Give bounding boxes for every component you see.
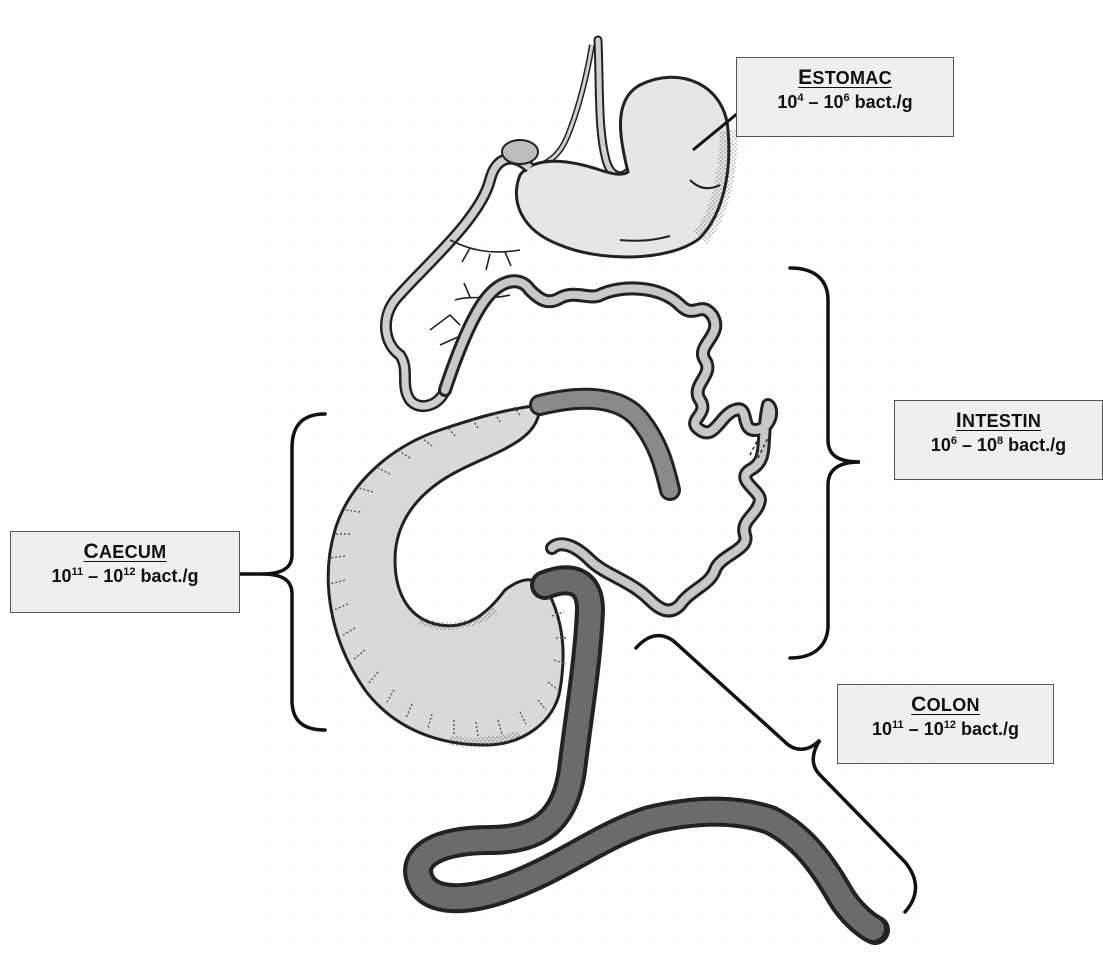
intestin-label: INTESTIN 106 – 108 bact./g xyxy=(894,400,1103,480)
estomac-bacteria-count: 104 – 106 bact./g xyxy=(737,91,953,114)
colon-label: COLON 1011 – 1012 bact./g xyxy=(837,684,1054,764)
caecum-title: CAECUM xyxy=(84,538,167,565)
estomac-title: ESTOMAC xyxy=(798,64,892,91)
colon-bacteria-count: 1011 – 1012 bact./g xyxy=(838,718,1053,741)
caecum-label: CAECUM 1011 – 1012 bact./g xyxy=(10,531,240,613)
intestin-bacteria-count: 106 – 108 bact./g xyxy=(895,434,1102,457)
estomac-label: ESTOMAC 104 – 106 bact./g xyxy=(736,57,954,137)
intestin-title: INTESTIN xyxy=(956,407,1041,434)
colon-title: COLON xyxy=(911,691,980,718)
caecum-bacteria-count: 1011 – 1012 bact./g xyxy=(11,565,239,588)
